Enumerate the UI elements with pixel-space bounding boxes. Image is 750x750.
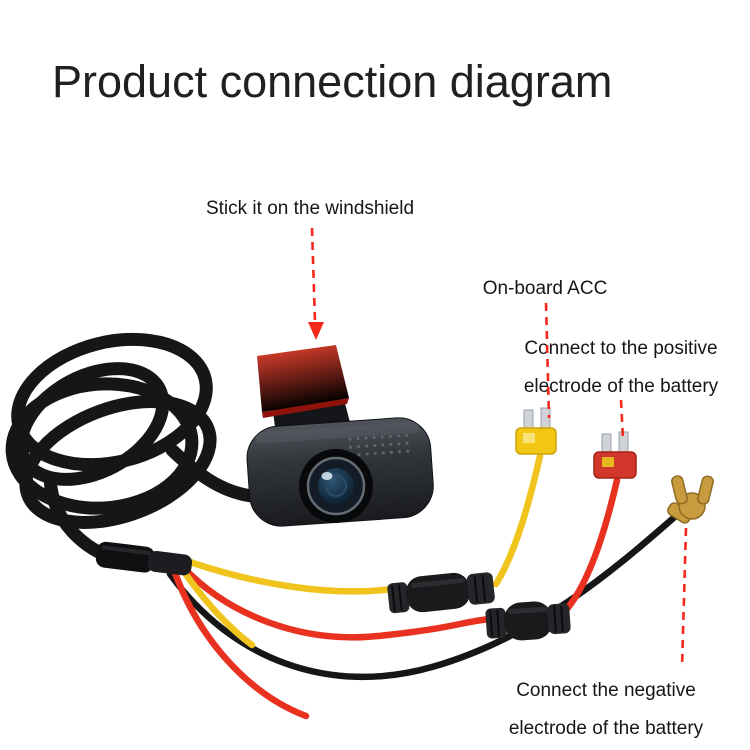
black-wire [166, 510, 682, 681]
dashed-line-negative [680, 527, 688, 669]
negative-label-line1: Connect the negative [516, 680, 696, 701]
dashed-line-positive [619, 399, 625, 441]
negative-label-line2: electrode of the battery [508, 718, 704, 739]
adhesive-pad [257, 345, 349, 418]
fuse-holder-2 [485, 601, 571, 641]
negative-label: Connect the negative electrode of the ba… [476, 672, 736, 748]
positive-label-line1: Connect to the positive [524, 338, 718, 359]
arrow-windshield [308, 227, 324, 340]
red-wire [170, 476, 621, 720]
acc-fuse-tap [515, 407, 557, 455]
negative-fork-terminal [667, 475, 714, 524]
fuse-holder-1 [387, 572, 495, 614]
junction-connector [95, 541, 193, 576]
positive-label-line2: electrode of the battery [523, 376, 719, 397]
dashcam [246, 345, 434, 527]
dashed-line-acc [544, 302, 551, 419]
positive-fuse-tap [593, 431, 637, 479]
acc-label: On-board ACC [482, 278, 608, 299]
page-title: Product connection diagram [52, 56, 613, 107]
yellow-wire [176, 452, 544, 649]
cable-coil [5, 332, 259, 567]
windshield-label: Stick it on the windshield [205, 198, 415, 219]
positive-label: Connect to the positive electrode of the… [491, 330, 750, 406]
camera-lens [299, 449, 373, 523]
speaker-grille [348, 433, 416, 441]
